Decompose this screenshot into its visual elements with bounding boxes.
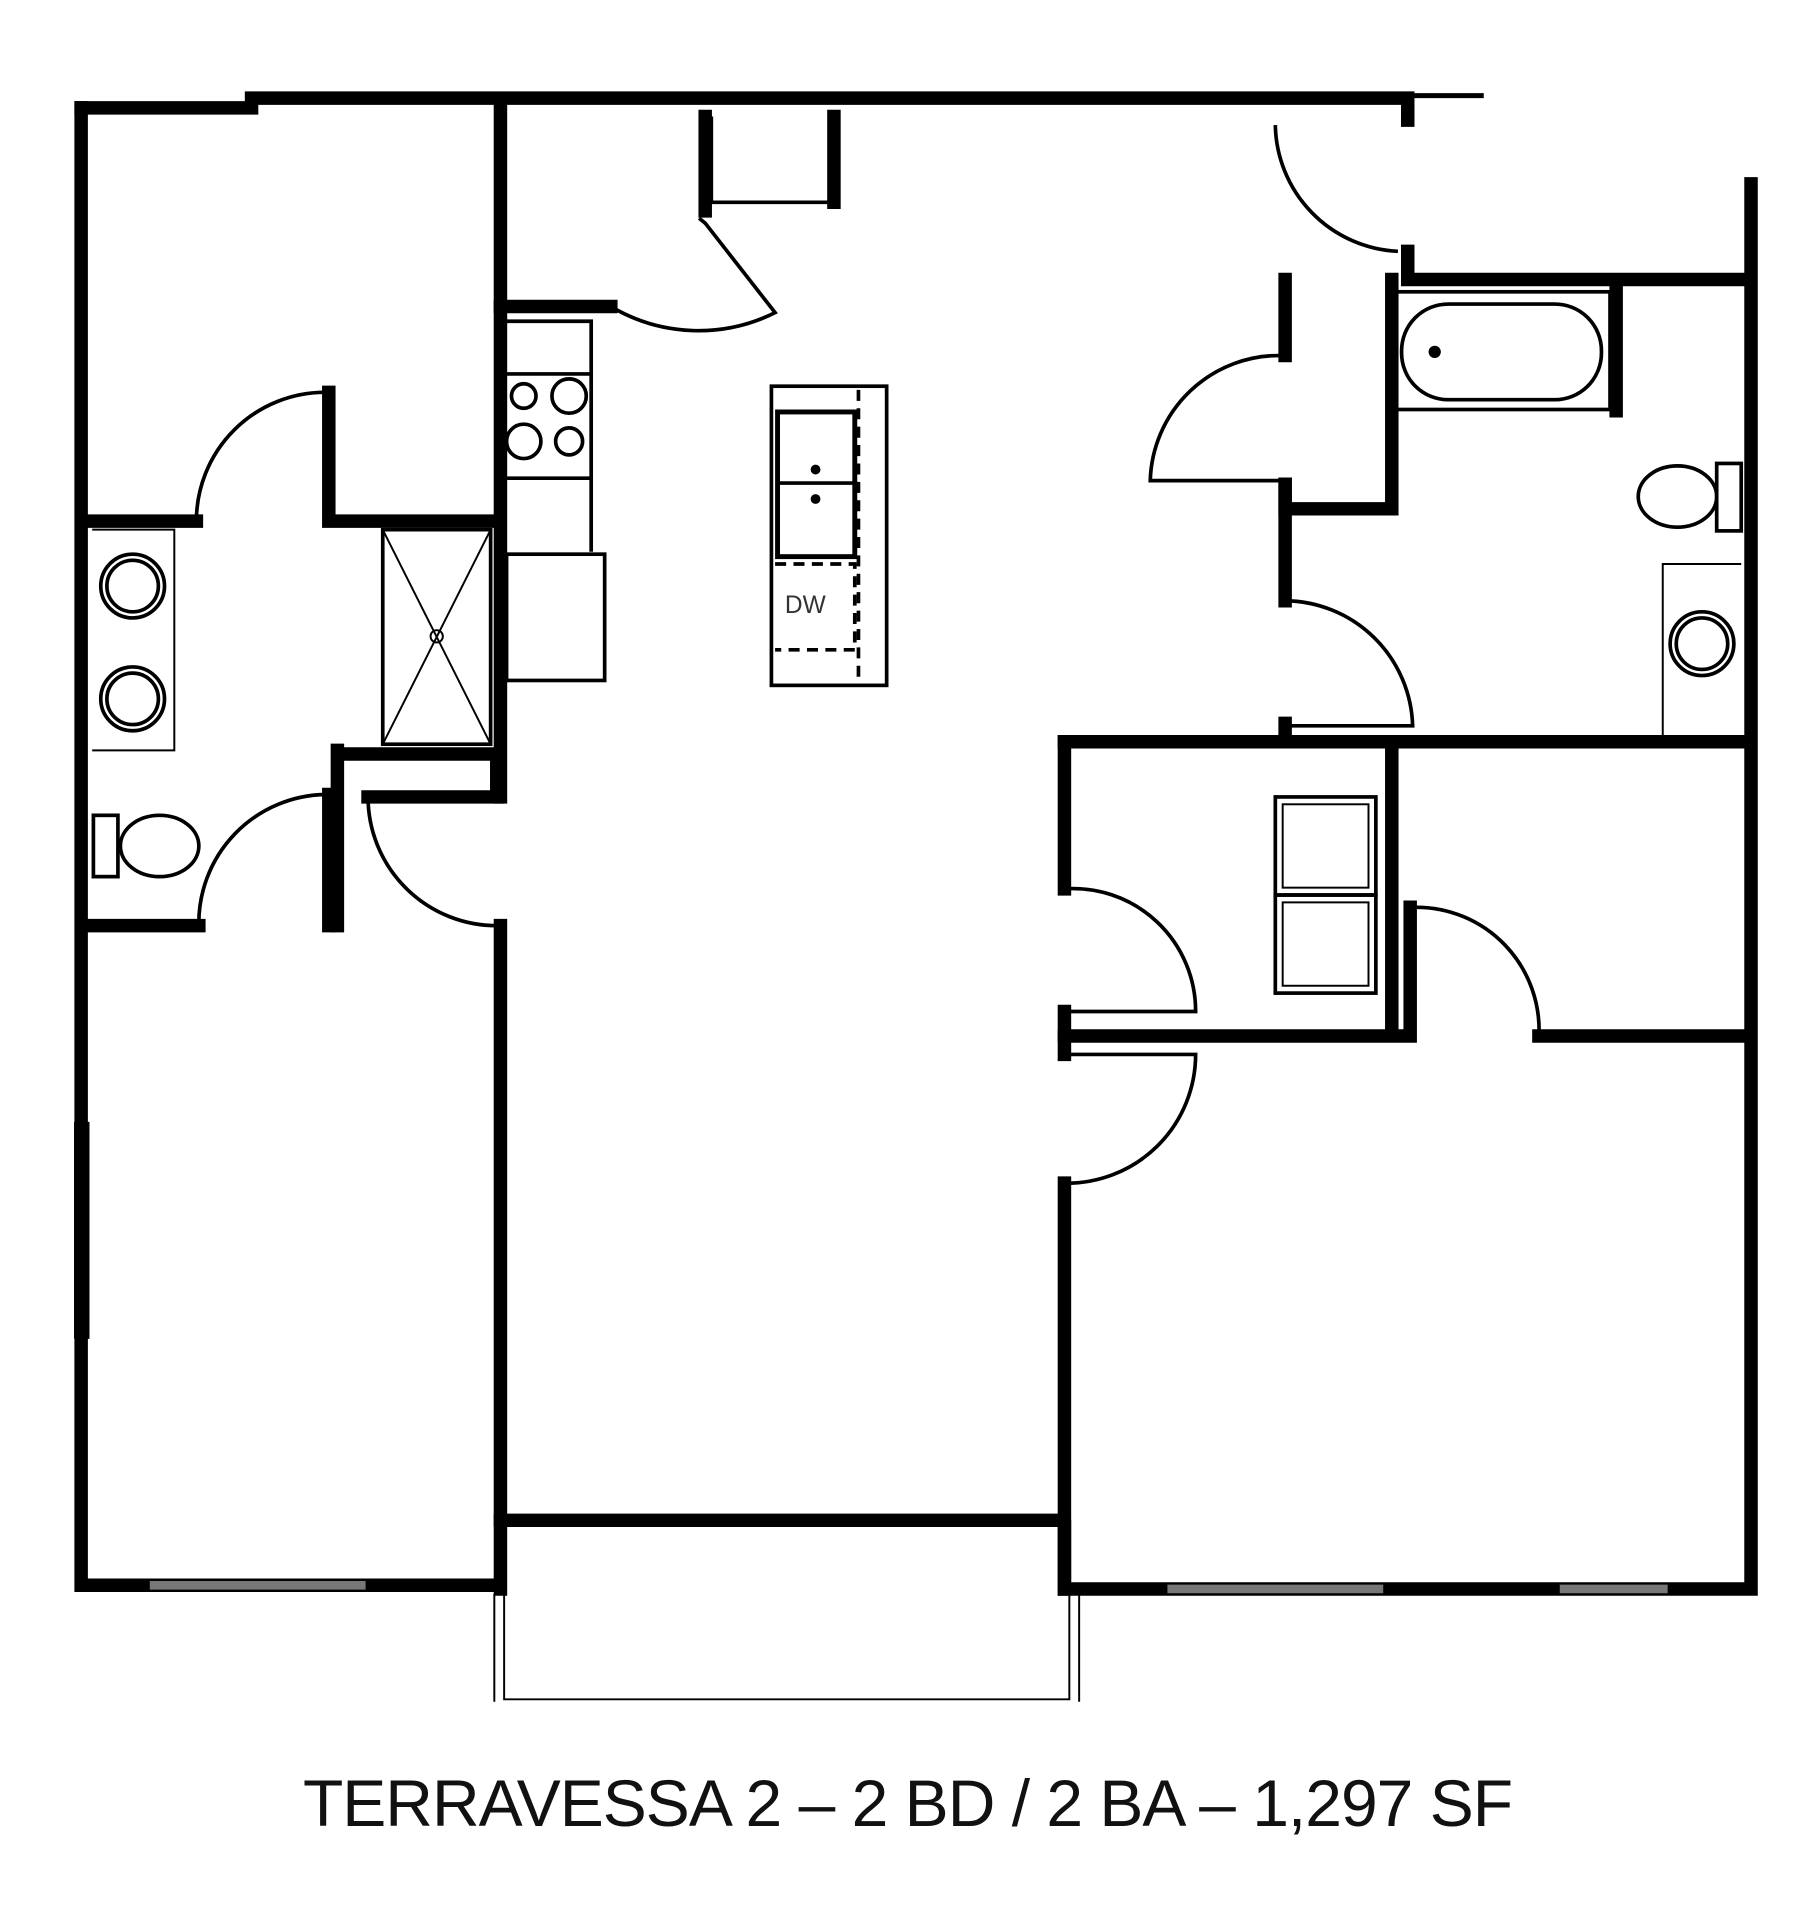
- doors: [194, 125, 1541, 1185]
- bath-left-fixtures: [91, 527, 493, 879]
- door-bedroom-right: [1064, 1052, 1198, 1185]
- windows: [74, 1121, 1668, 1594]
- refrigerator: [504, 552, 607, 683]
- door-closet-bedroom-right: [1416, 905, 1541, 1037]
- bath-right-fixtures: [1393, 289, 1744, 739]
- kitchen: DW: [504, 319, 889, 688]
- kitchen-island: [769, 384, 889, 688]
- door-closet-right: [1148, 353, 1282, 483]
- door-laundry: [1064, 886, 1198, 1014]
- laundry: [1273, 795, 1378, 995]
- door-entry: [1273, 125, 1399, 254]
- toilet-tank-left: [91, 813, 120, 879]
- balcony: [493, 1593, 1081, 1702]
- door-bath-left: [196, 792, 326, 926]
- bathtub: [1399, 302, 1604, 402]
- floor-plan-caption: TERRAVESSA 2 – 2 BD / 2 BA – 1,297 SF: [302, 1766, 1513, 1840]
- dishwasher-label: DW: [785, 592, 827, 619]
- door-closet-left: [194, 390, 326, 522]
- toilet-tank-right: [1714, 461, 1744, 533]
- washer: [1273, 893, 1378, 995]
- dryer: [1273, 795, 1378, 897]
- door-bath-right: [1285, 598, 1415, 728]
- door-closet-entry: [609, 216, 778, 333]
- door-bedroom-left: [366, 796, 497, 928]
- interior-walls: [79, 103, 1755, 1596]
- shower: [380, 527, 493, 747]
